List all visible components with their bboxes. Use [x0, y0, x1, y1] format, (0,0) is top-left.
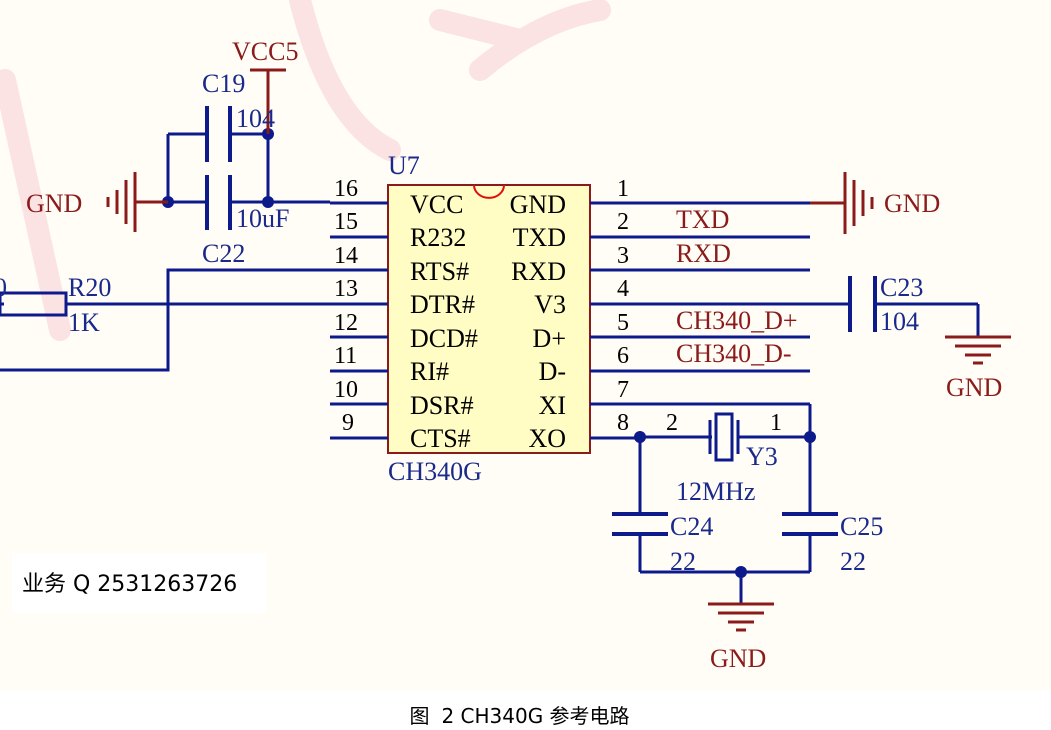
c22-value: 10uF: [236, 204, 289, 233]
pin-number: 8: [617, 410, 629, 436]
chip-ref: U7: [388, 151, 420, 180]
pin-name: D-: [539, 357, 566, 386]
pin-name: DTR#: [410, 290, 475, 319]
capacitor-c24: [612, 512, 668, 536]
y3-ref: Y3: [746, 442, 778, 471]
chip-notch: [473, 184, 505, 199]
capacitor-c25: [782, 512, 838, 536]
c25-ref: C25: [840, 512, 883, 541]
capacitor-c19: [205, 106, 232, 162]
c24-value: 22: [670, 547, 696, 576]
pin-name: CTS#: [410, 424, 471, 453]
gnd-label: GND: [26, 189, 82, 218]
pin-number: 3: [617, 243, 629, 269]
c19-value: 104: [236, 104, 275, 133]
caption-text: 2 CH340G 参考电路: [441, 704, 630, 728]
y3-pin2: 2: [666, 410, 678, 436]
pin-name: RXD: [511, 257, 566, 286]
pin-name: XO: [528, 424, 566, 453]
c23-ref: C23: [880, 273, 923, 302]
pin-name: DCD#: [410, 324, 478, 353]
pin-name: RTS#: [410, 257, 469, 286]
caption-prefix: 图: [409, 704, 430, 728]
gnd-label: GND: [884, 189, 940, 218]
pin-name: TXD: [513, 223, 566, 252]
note-box: [12, 553, 266, 613]
vcc-label: VCC5: [232, 37, 298, 66]
resistor-r20: [0, 291, 68, 317]
pin-number: 4: [617, 276, 629, 302]
right-pin-stubs: [590, 201, 640, 440]
net-label-txd: TXD: [676, 205, 729, 234]
pin-number: 6: [617, 343, 629, 369]
c23-value: 104: [880, 307, 919, 336]
chip-body: [387, 184, 591, 454]
pin-number: 12: [334, 310, 358, 336]
wires: [0, 132, 980, 604]
net-label-dm: CH340_D-: [676, 339, 792, 368]
pin-number: 7: [617, 377, 629, 403]
gnd-symbol: [945, 335, 1011, 365]
chip-part: CH340G: [388, 457, 482, 486]
pin-number: 15: [334, 209, 358, 235]
vcc-symbol: [250, 68, 286, 134]
gnd-symbol: [106, 172, 168, 232]
capacitor-c22: [205, 175, 232, 230]
y3-pin1: 1: [770, 410, 782, 436]
left-pin-stubs: [330, 201, 388, 440]
gnd-symbol: [708, 602, 774, 632]
c22-ref: C22: [202, 239, 245, 268]
gnd-symbol: [810, 172, 874, 234]
gnd-label: GND: [710, 644, 766, 673]
pin-name: V3: [534, 290, 566, 319]
pin-number: 11: [334, 343, 357, 369]
pin-number: 5: [617, 310, 629, 336]
figure-caption: 图 2 CH340G 参考电路: [0, 700, 1051, 729]
pin-name: R232: [410, 223, 466, 252]
pin-name: RI#: [410, 357, 449, 386]
pin-name: D+: [533, 324, 566, 353]
pin-number: 9: [342, 410, 354, 436]
contact-note: 业务 Q 2531263726: [22, 572, 238, 597]
r20-cut-label: 0: [0, 273, 7, 302]
pin-number: 13: [334, 276, 358, 302]
watermark: [0, 0, 611, 341]
net-label-dp: CH340_D+: [676, 306, 798, 335]
crystal-y3: [708, 412, 740, 462]
junctions: [162, 128, 816, 578]
c19-ref: C19: [202, 69, 245, 98]
pin-name: DSR#: [410, 391, 474, 420]
gnd-label: GND: [946, 373, 1002, 402]
pin-name: GND: [510, 190, 566, 219]
capacitor-c23: [848, 276, 877, 332]
pin-number: 2: [617, 209, 629, 235]
pin-name: XI: [539, 391, 566, 420]
pin-number: 14: [334, 243, 358, 269]
y3-value: 12MHz: [676, 477, 755, 506]
net-label-rxd: RXD: [676, 239, 731, 268]
pin-number: 1: [617, 176, 629, 202]
r20-value: 1K: [68, 308, 100, 337]
pin-name: VCC: [410, 190, 463, 219]
pin-number: 10: [334, 377, 358, 403]
c24-ref: C24: [670, 512, 713, 541]
c25-value: 22: [840, 547, 866, 576]
pin-number: 16: [334, 176, 358, 202]
r20-ref: R20: [68, 273, 111, 302]
